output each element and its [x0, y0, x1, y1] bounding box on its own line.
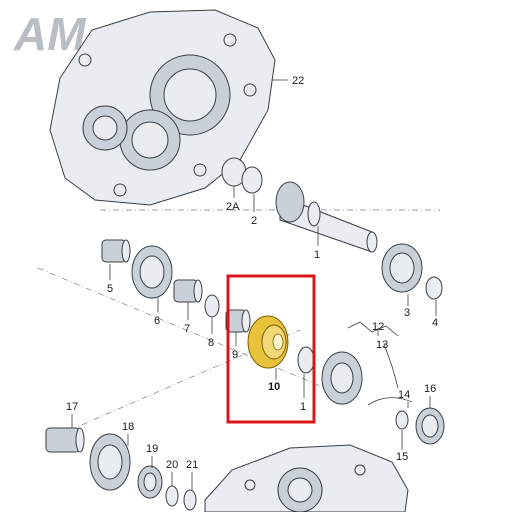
callout-20: 20 — [166, 459, 178, 471]
ring-19 — [137, 465, 163, 499]
clip-12 — [347, 321, 399, 337]
callout-6: 6 — [154, 315, 160, 327]
callout-22: 22 — [292, 75, 304, 87]
washer-21 — [183, 489, 197, 511]
callout-10: 10 — [268, 381, 280, 393]
needle-bearing-5 — [101, 239, 131, 263]
logo-watermark: AM — [13, 8, 87, 60]
gear-10-highlighted — [247, 315, 289, 369]
callout-labels: 22 2A 2 1 5 6 7 8 9 10 1 12 13 3 4 16 14… — [66, 75, 438, 471]
callout-9: 9 — [232, 349, 238, 361]
washer-20 — [165, 485, 179, 507]
shim-2 — [241, 166, 263, 194]
callout-1-lower: 1 — [300, 401, 306, 413]
callout-17: 17 — [66, 401, 78, 413]
bushing-9 — [225, 309, 251, 333]
callout-2a: 2A — [226, 201, 240, 213]
callout-15: 15 — [396, 451, 408, 463]
callout-3: 3 — [404, 307, 410, 319]
gear-18 — [89, 433, 131, 491]
callout-21: 21 — [186, 459, 198, 471]
clip-12-leg — [383, 343, 399, 389]
ring-8 — [204, 294, 220, 318]
bearing-3 — [381, 243, 423, 293]
shaft-1 — [275, 181, 378, 253]
callout-16: 16 — [424, 383, 436, 395]
highlight-box — [226, 274, 316, 424]
callout-7: 7 — [184, 323, 190, 335]
lower-housing — [204, 444, 409, 512]
callout-13: 13 — [376, 339, 388, 351]
circlip-4 — [425, 276, 443, 300]
bearing-13 — [321, 351, 363, 405]
gear-6 — [131, 245, 173, 299]
washer-15 — [395, 410, 409, 430]
seal-16 — [415, 407, 445, 445]
snap-ring-14 — [367, 397, 413, 406]
callout-18: 18 — [122, 421, 134, 433]
centerline-middle — [37, 267, 331, 391]
callout-19: 19 — [146, 443, 158, 455]
callout-8: 8 — [208, 337, 214, 349]
callout-2: 2 — [251, 215, 257, 227]
callout-12: 12 — [372, 321, 384, 333]
callout-14: 14 — [398, 389, 410, 401]
callout-4: 4 — [432, 317, 438, 329]
transmission-housing — [49, 9, 276, 206]
bushing-7 — [173, 279, 203, 303]
ring-1-lower — [297, 346, 315, 374]
needle-bearing-17 — [45, 427, 85, 453]
callout-5: 5 — [107, 283, 113, 295]
leader-lines — [71, 79, 437, 490]
callout-1-upper: 1 — [314, 249, 320, 261]
